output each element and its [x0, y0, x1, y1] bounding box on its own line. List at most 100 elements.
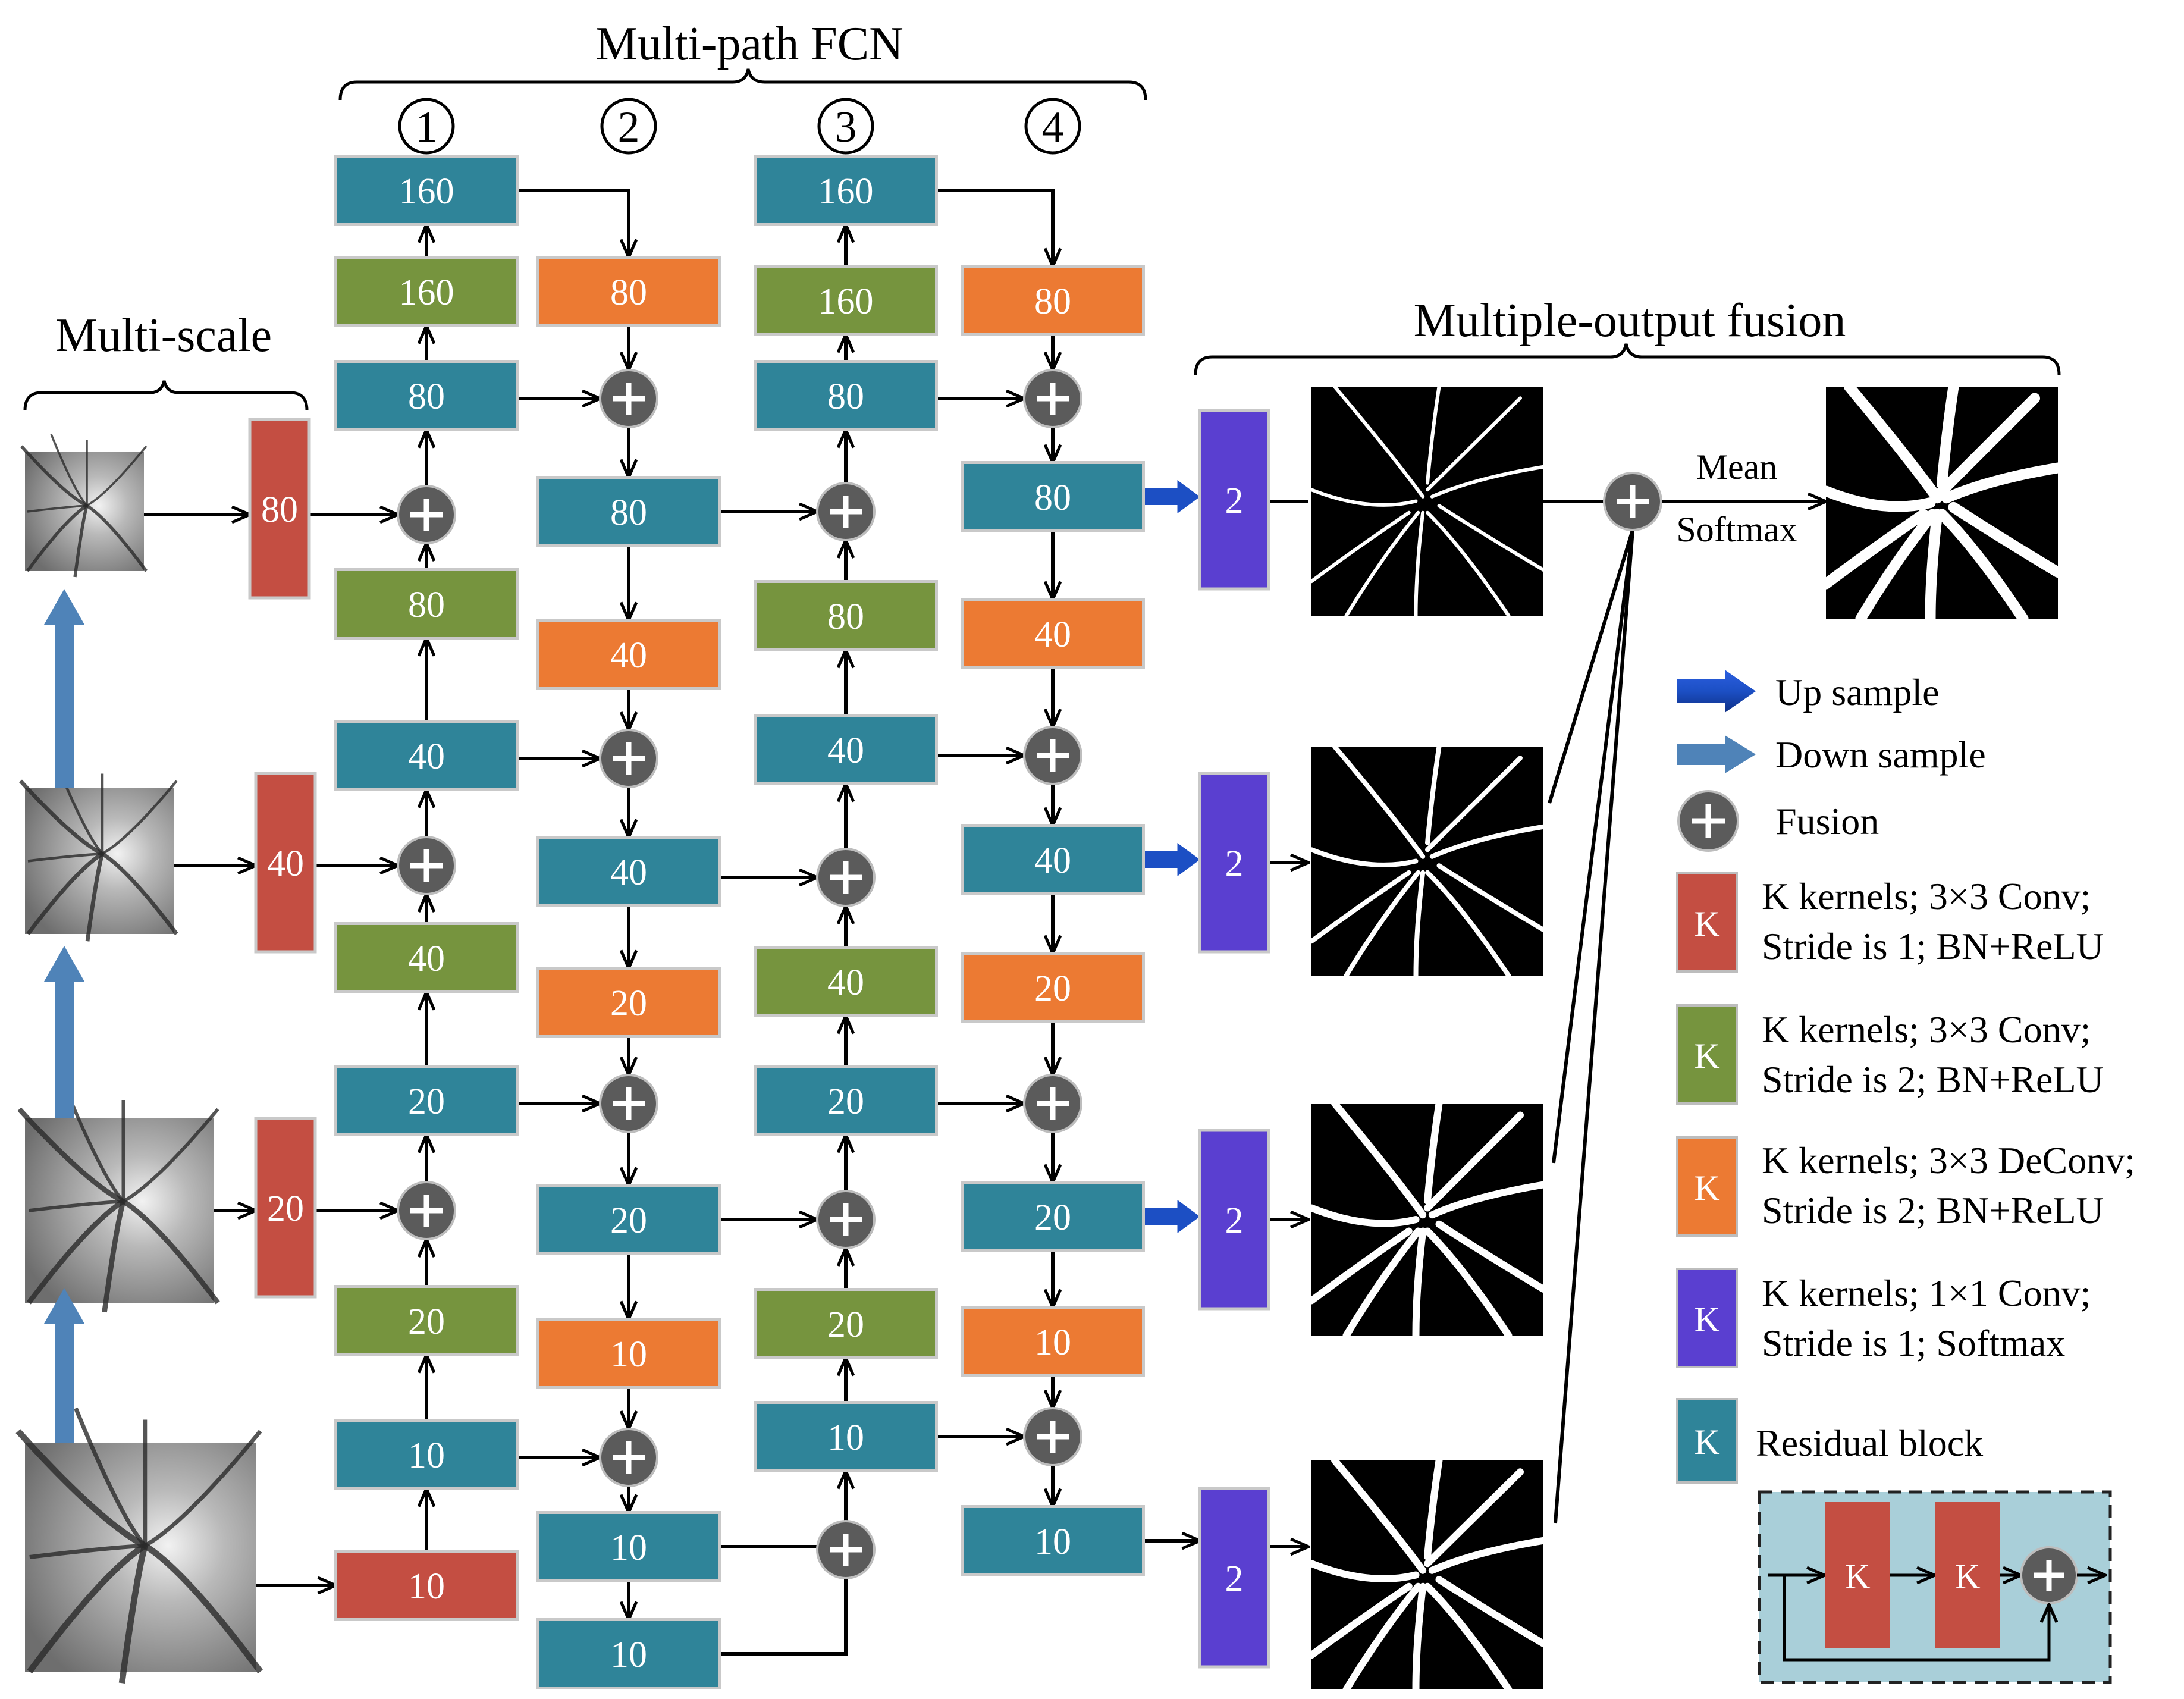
- connection-arrow: [1548, 529, 1634, 804]
- down-sample-arrow-icon: [44, 1288, 84, 1443]
- legend-down-label: Down sample: [1775, 733, 1986, 776]
- block-label: 40: [408, 736, 445, 777]
- fusion-plus-icon: [1603, 472, 1662, 531]
- block-p1_20: [334, 1065, 519, 1136]
- block-p4_10: [961, 1505, 1145, 1576]
- block-p1_40: [334, 720, 519, 791]
- block-label: 2: [1225, 481, 1244, 521]
- block-p3_40: [754, 714, 938, 785]
- block-label: 160: [399, 171, 454, 212]
- legend-green-line1: K kernels; 3×3 Conv;: [1762, 1008, 2091, 1051]
- block-label: 80: [1034, 478, 1071, 518]
- output-map-4: [1308, 1457, 1547, 1693]
- block-p4_40: [961, 824, 1145, 895]
- block-p1_160: [334, 155, 519, 226]
- fundus-image: [15, 1407, 263, 1684]
- block-p2_o20: [536, 967, 721, 1038]
- connection-arrow: [1554, 529, 1634, 1524]
- block-label: 10: [827, 1418, 864, 1458]
- block-p3_g20: [754, 1288, 938, 1359]
- legend-teal-k: K: [1694, 1422, 1719, 1462]
- block-p3_80: [754, 360, 938, 431]
- block-s1: [1198, 409, 1270, 591]
- block-label: 10: [408, 1435, 445, 1476]
- fusion-plus-icon: [816, 482, 876, 541]
- up-sample-arrow-icon: [1143, 843, 1200, 876]
- block-label: 40: [827, 963, 864, 1003]
- block-r10: [334, 1550, 519, 1621]
- down-sample-arrow-icon: [44, 589, 84, 788]
- fusion-plus-icon: [397, 836, 456, 895]
- path-number-circle: [398, 98, 455, 155]
- fusion-plus-icon: [397, 1181, 456, 1240]
- block-label: 80: [408, 585, 445, 625]
- block-label: 10: [610, 1528, 647, 1568]
- block-label: 20: [1034, 968, 1071, 1009]
- multipath-title: Multi-path FCN: [595, 18, 903, 70]
- legend-orange-k: K: [1694, 1168, 1719, 1208]
- fusion-plus-icon: [1023, 1407, 1082, 1466]
- final-segmentation-map: [1821, 381, 2063, 624]
- block-label: 10: [1034, 1322, 1071, 1363]
- legend-red-line1: K kernels; 3×3 Conv;: [1762, 875, 2091, 917]
- block-p1_10: [334, 1419, 519, 1490]
- block-p4_o40: [961, 598, 1145, 669]
- fundus-image: [17, 1090, 220, 1313]
- block-label: 40: [1034, 841, 1071, 881]
- block-label: 10: [610, 1635, 647, 1675]
- block-label: 20: [408, 1302, 445, 1342]
- block-p4_o80: [961, 265, 1145, 336]
- block-s3: [1198, 1129, 1270, 1311]
- path-number: 4: [1042, 103, 1064, 152]
- connection-arrow: [1552, 529, 1634, 1164]
- fusion-plus-icon: [397, 485, 456, 544]
- fundus-images: [15, 434, 263, 1684]
- block-label: 40: [610, 852, 647, 893]
- legend-green-k: K: [1694, 1036, 1719, 1076]
- fundus-image: [20, 434, 148, 578]
- fusion-plus-icon: [599, 1074, 658, 1133]
- block-label: 20: [827, 1305, 864, 1345]
- legend-purple-line1: K kernels; 1×1 Conv;: [1762, 1272, 2091, 1314]
- block-p2_20: [536, 1184, 721, 1255]
- block-label: 20: [827, 1082, 864, 1122]
- legend-residual-label: Residual block: [1756, 1422, 1983, 1464]
- fusion-plus-icon: [1023, 1074, 1082, 1133]
- block-p1_g80: [334, 568, 519, 640]
- connection-arrow: [936, 189, 1053, 267]
- connection-arrow: [517, 189, 629, 258]
- block-label: 20: [267, 1189, 304, 1229]
- legend-green-swatch: [1676, 1004, 1738, 1105]
- connection-arrow: [719, 1578, 848, 1656]
- softmax-label: Softmax: [1676, 510, 1797, 549]
- block-p4_o20: [961, 952, 1145, 1023]
- block-label: 10: [408, 1566, 445, 1607]
- path-number-circle: [817, 98, 874, 155]
- block-label: 160: [399, 272, 454, 313]
- legend-teal-swatch: [1676, 1398, 1738, 1484]
- block-label: 2: [1225, 844, 1244, 884]
- legend-red-swatch: [1676, 872, 1738, 973]
- blocks: 8040201016016080804040202010808040402020…: [248, 155, 1270, 1689]
- fusion-plus-icon: [1023, 369, 1082, 428]
- legend-fusion-label: Fusion: [1775, 800, 1879, 842]
- block-s4: [1198, 1487, 1270, 1669]
- block-label: 10: [610, 1334, 647, 1375]
- block-label: 80: [827, 377, 864, 417]
- path-number-circle: [1024, 98, 1081, 155]
- legend: Up sample Down sample Fusion K K kernels…: [1676, 670, 2135, 1684]
- fusion-nodes: [397, 369, 1662, 1579]
- legend-purple-line2: Stride is 1; Softmax: [1762, 1322, 2065, 1364]
- block-label: 10: [1034, 1522, 1071, 1562]
- block-p3_10: [754, 1401, 938, 1472]
- fusion-plus-icon: [599, 369, 658, 428]
- block-label: 40: [827, 731, 864, 771]
- block-p2_o10: [536, 1318, 721, 1389]
- block-label: 20: [610, 1200, 647, 1241]
- multiscale-title: Multi-scale: [55, 309, 272, 362]
- block-label: 20: [408, 1082, 445, 1122]
- legend-down-arrow-icon: [1677, 735, 1756, 773]
- block-p1_g20: [334, 1285, 519, 1356]
- fusion-title: Multiple-output fusion: [1414, 294, 1846, 347]
